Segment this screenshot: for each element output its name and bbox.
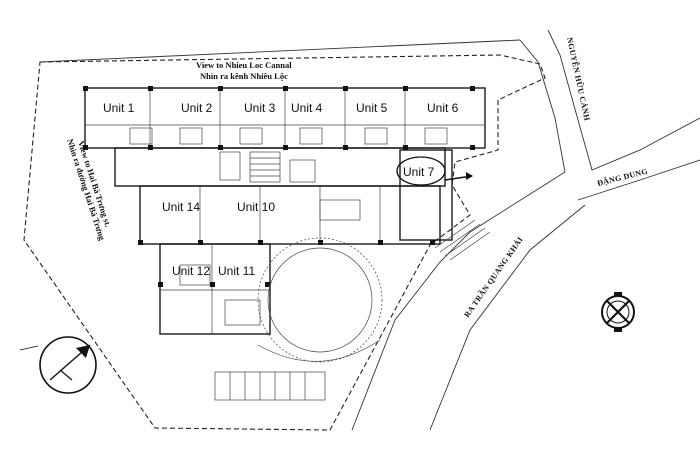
unit-4-label: Unit 4 [291, 101, 323, 115]
view-canal-en: View to Nhieu Loc Cannal [196, 60, 292, 70]
north-arrow-icon [19, 336, 97, 394]
site-boundary [23, 54, 546, 431]
circular-plaza [257, 237, 383, 363]
parking-strip [214, 371, 326, 401]
structural-columns [83, 86, 475, 287]
unit-7-highlight [396, 156, 446, 186]
unit-5-label: Unit 5 [356, 101, 388, 115]
unit-labels: Unit 1 Unit 2 Unit 3 Unit 4 Unit 5 Unit … [103, 101, 459, 278]
compass-rose-icon [601, 292, 635, 332]
street-dang-dung: ĐẶNG DUNG [596, 167, 648, 188]
unit-12-label: Unit 12 [172, 264, 210, 278]
view-canal-vi: Nhìn ra kênh Nhiêu Lộc [200, 71, 288, 81]
street-tran-quang-khai: RA TRẦN QUANG KHẢI [461, 235, 524, 320]
unit-2-label: Unit 2 [181, 101, 213, 115]
unit-10-label: Unit 10 [237, 200, 275, 214]
unit-7-label: Unit 7 [403, 165, 435, 179]
street-nguyen-huu-canh: NGUYỄN HỮU CẢNH [565, 36, 593, 122]
building-main-block [84, 87, 491, 335]
unit-1-label: Unit 1 [103, 101, 135, 115]
roads [39, 29, 700, 431]
unit-6-label: Unit 6 [427, 101, 459, 115]
unit-11-label: Unit 11 [218, 264, 255, 278]
ramp-hatch [434, 219, 491, 261]
unit-14-label: Unit 14 [162, 200, 200, 214]
unit-3-label: Unit 3 [244, 101, 276, 115]
